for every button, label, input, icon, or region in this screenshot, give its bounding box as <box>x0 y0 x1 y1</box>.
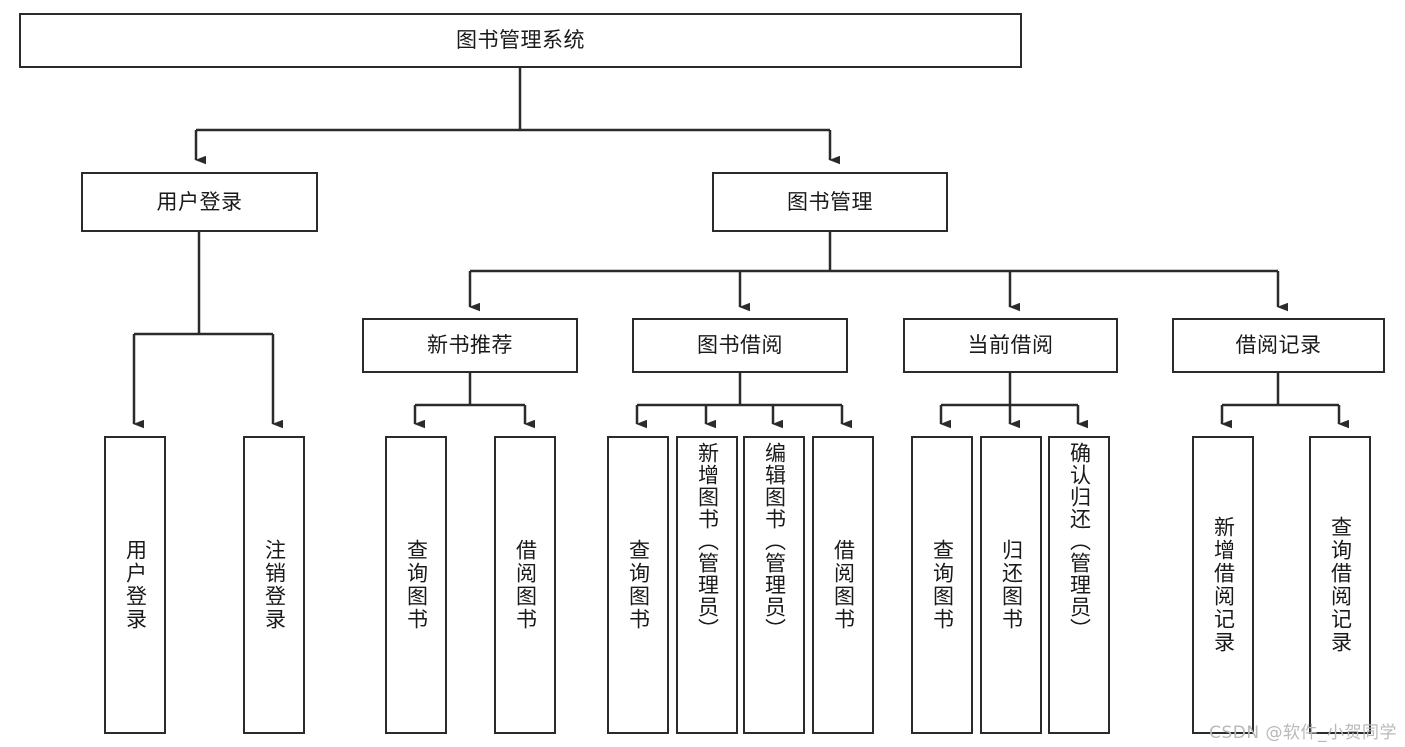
node-label: 用户登录 <box>156 189 243 214</box>
node-leaf-query-book-current[interactable]: 查询图书 <box>911 436 973 734</box>
watermark-csdn: CSDN @软件_小贺同学 <box>1209 723 1397 743</box>
node-root-book-management-system[interactable]: 图书管理系统 <box>19 13 1022 68</box>
node-leaf-add-book-admin[interactable]: 新增图书（管理员） <box>676 436 738 734</box>
node-current-borrowing[interactable]: 当前借阅 <box>903 318 1118 373</box>
node-leaf-logout[interactable]: 注销登录 <box>243 436 305 734</box>
node-leaf-user-login[interactable]: 用户登录 <box>104 436 166 734</box>
node-label: 图书借阅 <box>697 333 783 358</box>
node-label: 查询图书 <box>930 539 955 631</box>
node-leaf-query-borrow-record[interactable]: 查询借阅记录 <box>1309 436 1371 734</box>
node-label: 归还图书 <box>999 539 1024 631</box>
node-label: 图书管理 <box>787 189 873 214</box>
node-label: 图书管理系统 <box>456 28 585 53</box>
node-label: 新书推荐 <box>427 333 513 358</box>
node-borrowing-record[interactable]: 借阅记录 <box>1172 318 1385 373</box>
node-label: 借阅图书 <box>513 539 538 631</box>
node-label: 注销登录 <box>262 539 287 631</box>
node-label: 借阅记录 <box>1235 333 1322 358</box>
node-leaf-return-book[interactable]: 归还图书 <box>980 436 1042 734</box>
node-label: 用户登录 <box>123 539 148 631</box>
node-label: 新增图书（管理员） <box>695 442 720 640</box>
node-label: 查询借阅记录 <box>1328 516 1353 654</box>
node-leaf-query-book-borrowing[interactable]: 查询图书 <box>607 436 669 734</box>
node-label: 借阅图书 <box>831 539 856 631</box>
node-label: 当前借阅 <box>967 333 1054 358</box>
node-book-management[interactable]: 图书管理 <box>712 172 948 232</box>
node-user-login[interactable]: 用户登录 <box>81 172 318 232</box>
node-leaf-borrow-book-borrowing[interactable]: 借阅图书 <box>812 436 874 734</box>
node-leaf-borrow-book-recommendation[interactable]: 借阅图书 <box>494 436 556 734</box>
node-leaf-edit-book-admin[interactable]: 编辑图书（管理员） <box>743 436 805 734</box>
node-label: 新增借阅记录 <box>1211 516 1236 654</box>
node-leaf-query-book-recommendation[interactable]: 查询图书 <box>385 436 447 734</box>
node-label: 编辑图书（管理员） <box>762 442 787 640</box>
node-label: 查询图书 <box>626 539 651 631</box>
node-book-borrowing[interactable]: 图书借阅 <box>632 318 848 373</box>
node-leaf-add-borrow-record[interactable]: 新增借阅记录 <box>1192 436 1254 734</box>
node-leaf-confirm-return-admin[interactable]: 确认归还（管理员） <box>1048 436 1110 734</box>
node-label: 确认归还（管理员） <box>1067 442 1092 640</box>
node-new-book-recommendation[interactable]: 新书推荐 <box>362 318 578 373</box>
node-label: 查询图书 <box>404 539 429 631</box>
